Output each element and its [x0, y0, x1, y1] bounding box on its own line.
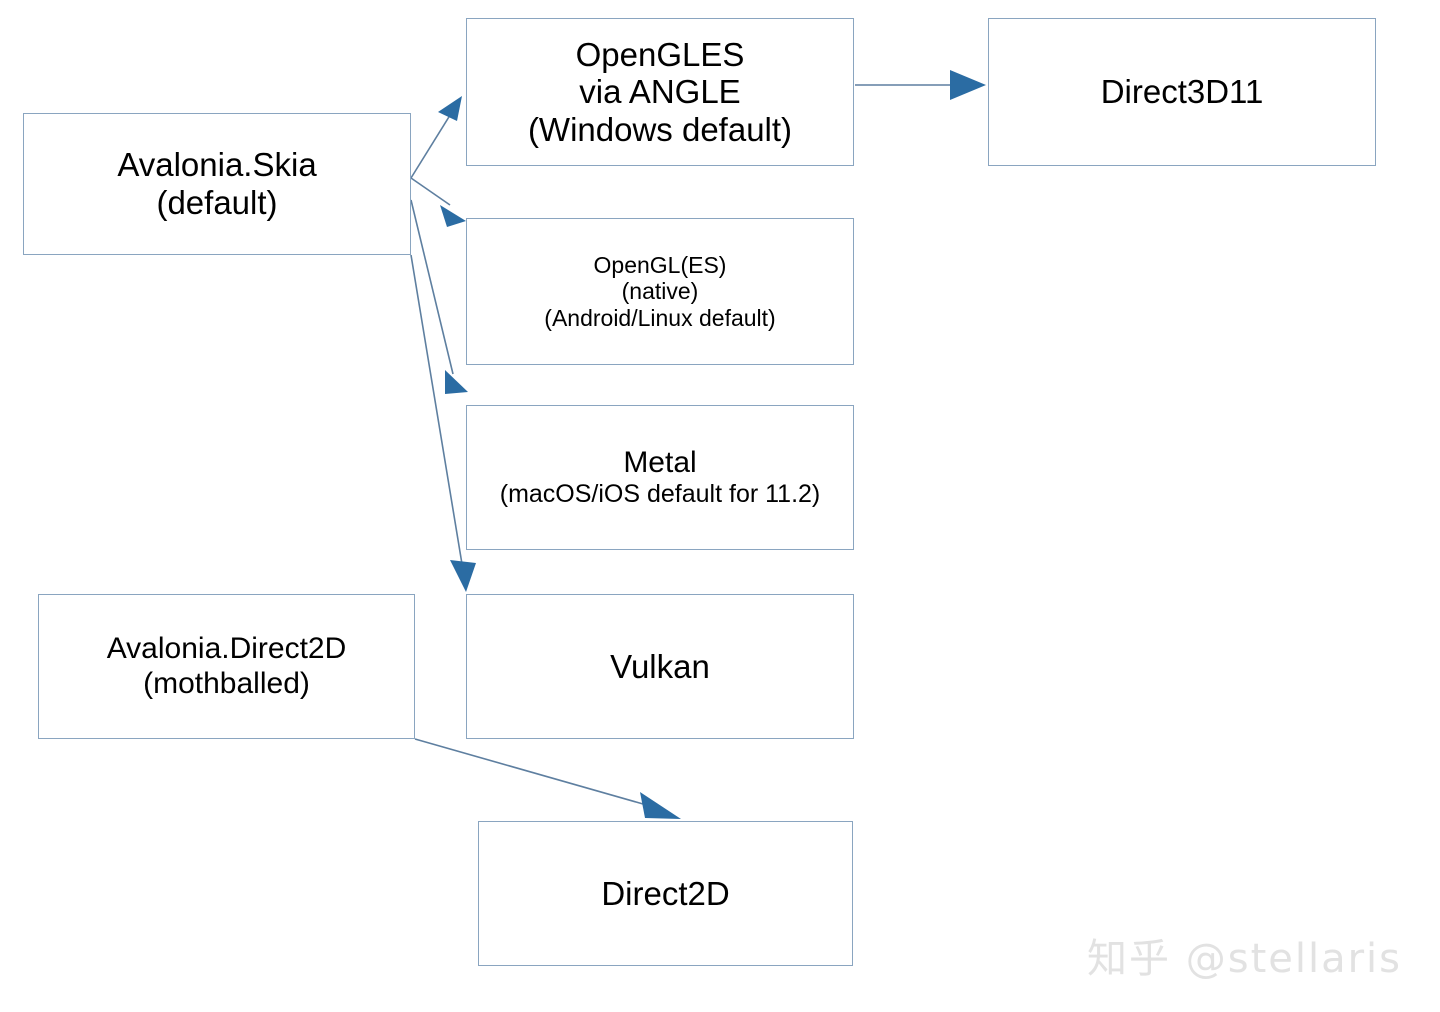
- node-label-line: Avalonia.Skia: [117, 146, 317, 184]
- node-label-line: Direct2D: [601, 874, 730, 912]
- node-label-line: OpenGLES: [575, 35, 745, 73]
- node-avalonia-direct2d[interactable]: Avalonia.Direct2D (mothballed): [38, 594, 415, 739]
- node-label-line: Metal: [623, 446, 697, 480]
- node-label-line: (Windows default): [527, 110, 793, 148]
- node-direct2d[interactable]: Direct2D: [478, 821, 853, 966]
- node-label-line: (default): [156, 184, 278, 221]
- edge-skia-to-opengl-native: [410, 177, 466, 227]
- edge-opengles-to-direct3d11: [855, 70, 986, 100]
- edge-skia-to-opengles: [410, 96, 462, 179]
- node-opengles-angle[interactable]: OpenGLES via ANGLE (Windows default): [466, 18, 854, 166]
- node-label-line: (macOS/iOS default for 11.2): [499, 480, 821, 509]
- node-opengl-es-native[interactable]: OpenGL(ES) (native) (Android/Linux defau…: [466, 218, 854, 365]
- node-label-line: OpenGL(ES): [593, 252, 727, 279]
- watermark: 知乎 @stellaris: [1087, 936, 1402, 982]
- node-label-line: Vulkan: [610, 647, 710, 685]
- edge-avalonia-direct2d-to-direct2d: [414, 738, 681, 819]
- node-metal[interactable]: Metal (macOS/iOS default for 11.2): [466, 405, 854, 550]
- node-label-line: (Android/Linux default): [544, 304, 776, 331]
- node-label-line: (native): [621, 278, 699, 305]
- node-avalonia-skia[interactable]: Avalonia.Skia (default): [23, 113, 411, 255]
- node-direct3d11[interactable]: Direct3D11: [988, 18, 1376, 166]
- node-label-line: Avalonia.Direct2D: [106, 632, 347, 666]
- node-label-line: Direct3D11: [1100, 73, 1264, 111]
- edge-skia-to-metal: [410, 199, 468, 394]
- node-label-line: via ANGLE: [579, 73, 741, 111]
- node-vulkan[interactable]: Vulkan: [466, 594, 854, 739]
- node-label-line: (mothballed): [143, 666, 310, 700]
